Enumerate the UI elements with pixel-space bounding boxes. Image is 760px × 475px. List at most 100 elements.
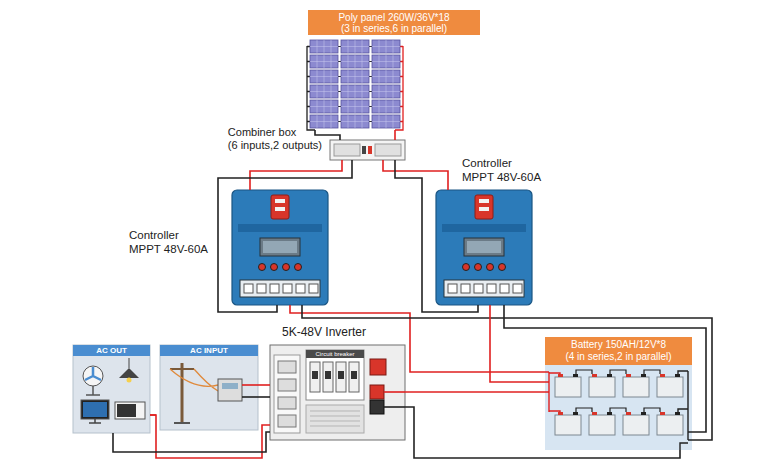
positive-wire [150,415,270,458]
cable-connector [218,160,352,312]
inverter-part [370,400,384,414]
solar-array-part [310,115,338,128]
inverter-part [323,362,333,392]
inverter-part [349,362,359,392]
positive-wire [383,160,448,190]
cable-connector [258,385,270,397]
inverter-part [270,345,405,440]
combiner-label: (6 inputs,2 outputs) [228,139,322,152]
ac-out-node: AC OUT [73,345,150,433]
battery-bank-part [623,415,649,435]
ac-input-node: AC INPUT [160,345,258,430]
battery-bank-part [660,412,665,415]
inverter-part [384,406,405,408]
ac-input-panel-part [181,363,184,423]
battery-bank-part [576,408,660,412]
ac-input-panel [160,345,258,430]
solar-array-part [372,115,400,128]
inverter-part [384,391,405,393]
battery-bank-part [657,377,683,397]
ac-out-panel-part [127,378,132,383]
ac-out-panel-part [81,400,109,419]
panel-heading: Poly panel 260W/36V*18 [338,12,449,23]
ac-out-panel-part [129,358,130,368]
solar-array-part [307,46,315,130]
battery-heading-group: Battery 150AH/12V*8(4 in series,2 in par… [545,337,692,365]
solar-array-part [372,40,400,53]
ac-input-panel-part [222,383,238,389]
cable-connector [405,392,680,458]
combiner-box-node: Combiner box(6 inputs,2 outputs) [330,140,405,160]
battery-bank [545,337,692,450]
panel-heading-group: Poly panel 260W/36V*18(3 in series,6 in … [308,10,480,35]
panel-header-group: AC INPUT [160,345,258,356]
solar-array-part [341,55,369,68]
panel-header: AC OUT [96,346,127,355]
controller-label-group: ControllerMPPT 48V-60A [129,228,208,256]
battery-bank-part [660,374,665,377]
inverter-node: 5K-48V Inverter [270,345,405,440]
inverter-part [370,385,384,399]
solar-array-part [341,40,369,53]
battery-bank-part [675,374,680,377]
battery-bank-part [592,374,597,377]
inverter-part [306,350,364,400]
inverter-part [336,362,346,392]
solar-array-part [341,85,369,98]
breaker-caption: Circuit breaker [306,350,364,358]
panel-heading: (3 in series,6 in parallel) [341,23,447,34]
ac-out-panel-part [73,345,150,356]
inverter-label: 5K-48V Inverter [282,325,366,339]
inverter-part [278,379,296,391]
inverter-part [310,411,360,426]
combiner-box-part [375,144,401,156]
ac-out-panel-part [73,345,150,433]
ac-input-panel-part [174,422,190,424]
positive-wire [258,384,270,386]
ac-out-panel-part [85,367,101,380]
combiner-box-part [368,146,372,154]
ac-out-panel-part [83,366,103,386]
panel-header-group: AC OUT [73,345,150,356]
ac-input-panel-part [242,396,258,398]
combiner-box-part [330,140,405,160]
ac-out-panel-part [119,368,139,378]
ac-out-panel-part [115,402,145,419]
inverter [270,345,405,440]
inverter-part [278,415,296,427]
inverter-part [278,361,296,373]
solar-array-part [372,55,400,68]
system-illustration-part [436,190,532,305]
panel-heading-band [308,10,480,35]
solar-array-part [310,100,338,113]
inverter-part [274,355,300,433]
solar-array-part [341,70,369,83]
battery-bank-part [607,412,612,415]
combiner-box-part [362,146,366,154]
positive-wire [405,391,545,393]
battery-bank-part [573,374,578,377]
controller-label: MPPT 48V-60A [462,170,541,184]
inverter-part [306,350,364,358]
positive-wire [490,305,545,382]
cable-connector [113,415,270,458]
battery-bank-part [555,415,581,435]
ac-input-panel-part [160,345,258,430]
ac-out-panel-part [150,414,156,416]
ac-input-panel-part [160,345,258,356]
inverter-part [338,371,344,379]
battery-bank-part [657,415,683,435]
ac-input-panel-part [170,368,194,370]
battery-bank-part [626,412,631,415]
ac-input-panel-part [218,379,242,401]
combiner-box [330,140,405,160]
ac-out-panel-part [117,404,136,417]
battery-bank-part [555,377,581,397]
battery-bank-part [641,374,646,377]
inverter-part [370,359,386,375]
negative-wire [504,305,706,432]
battery-bank-node: Battery 150AH/12V*8(4 in series,2 in par… [545,337,692,450]
battery-bank-part [641,412,646,415]
